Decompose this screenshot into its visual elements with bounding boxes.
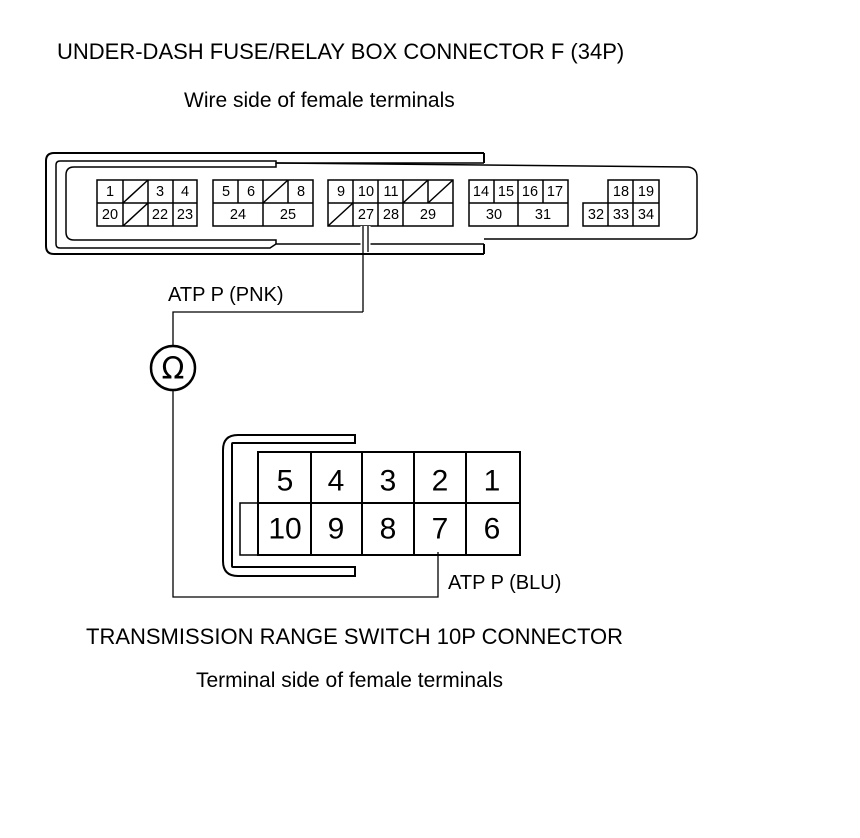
pin-f-8: 8 bbox=[297, 184, 305, 200]
wire-blu bbox=[172, 390, 439, 598]
connector-f-housing bbox=[45, 152, 698, 255]
pin-trs-4: 4 bbox=[328, 465, 345, 498]
pin-f-29: 29 bbox=[420, 207, 436, 223]
connector-trs-view-note: Terminal side of female terminals bbox=[196, 669, 503, 692]
pin-trs-10: 10 bbox=[268, 513, 301, 546]
pin-trs-7: 7 bbox=[432, 513, 449, 546]
pin-trs-1: 1 bbox=[484, 465, 501, 498]
pin-f-32: 32 bbox=[588, 207, 604, 223]
pin-f-22: 22 bbox=[152, 207, 168, 223]
connector-trs-title: TRANSMISSION RANGE SWITCH 10P CONNECTOR bbox=[86, 624, 624, 649]
pin-trs-2: 2 bbox=[432, 465, 449, 498]
pin-f-11: 11 bbox=[383, 184, 398, 200]
pin-f-24: 24 bbox=[230, 207, 246, 223]
trs-pin-numbers: 5 4 3 2 1 10 9 8 7 6 bbox=[268, 465, 500, 546]
pin-f-6: 6 bbox=[247, 184, 255, 200]
pin-f-23: 23 bbox=[177, 207, 193, 223]
pin-trs-6: 6 bbox=[484, 513, 501, 546]
empty-cavity-12 bbox=[402, 179, 429, 204]
pin-f-34: 34 bbox=[638, 207, 654, 223]
pin-f-4: 4 bbox=[181, 184, 189, 200]
wire-pnk-label: ATP P (PNK) bbox=[168, 284, 284, 306]
pin-f-10: 10 bbox=[358, 184, 374, 200]
connector-f-pin-numbers: 1 3 4 20 22 23 5 6 8 24 25 9 10 11 27 28… bbox=[102, 184, 654, 223]
pin-trs-3: 3 bbox=[380, 465, 397, 498]
pin-f-25: 25 bbox=[280, 207, 296, 223]
pin-f-20: 20 bbox=[102, 207, 118, 223]
pin-f-9: 9 bbox=[337, 184, 345, 200]
pin-f-18: 18 bbox=[613, 184, 629, 200]
wire-blu-label: ATP P (BLU) bbox=[448, 572, 562, 594]
pin-f-14: 14 bbox=[473, 184, 489, 200]
pin-f-1: 1 bbox=[106, 184, 114, 200]
empty-cavity-26 bbox=[327, 202, 354, 227]
pin-trs-8: 8 bbox=[380, 513, 397, 546]
ohmmeter: Ω bbox=[149, 344, 197, 392]
pin-f-3: 3 bbox=[156, 184, 164, 200]
empty-cavity-7 bbox=[262, 179, 289, 204]
pin-f-30: 30 bbox=[486, 207, 502, 223]
pin-f-33: 33 bbox=[613, 207, 629, 223]
connector-f-view-note: Wire side of female terminals bbox=[184, 89, 455, 112]
pin-f-19: 19 bbox=[638, 184, 654, 200]
pin-trs-9: 9 bbox=[328, 513, 345, 546]
trs-pins bbox=[257, 451, 521, 556]
pin-f-15: 15 bbox=[498, 184, 514, 200]
pin-f-28: 28 bbox=[383, 207, 399, 223]
empty-cavity-2 bbox=[122, 179, 149, 204]
empty-cavity-13 bbox=[427, 179, 454, 204]
pin-f-16: 16 bbox=[522, 184, 538, 200]
pin-f-31: 31 bbox=[535, 207, 551, 223]
connector-f-pins bbox=[96, 179, 660, 227]
wire-pnk bbox=[172, 226, 371, 346]
pin-trs-5: 5 bbox=[277, 465, 294, 498]
pin-f-5: 5 bbox=[222, 184, 230, 200]
pin-f-27: 27 bbox=[358, 207, 374, 223]
pin-f-17: 17 bbox=[547, 184, 563, 200]
ohm-symbol: Ω bbox=[162, 352, 185, 387]
connector-f-title: UNDER-DASH FUSE/RELAY BOX CONNECTOR F (3… bbox=[57, 39, 625, 64]
empty-cavity-21 bbox=[122, 202, 149, 227]
